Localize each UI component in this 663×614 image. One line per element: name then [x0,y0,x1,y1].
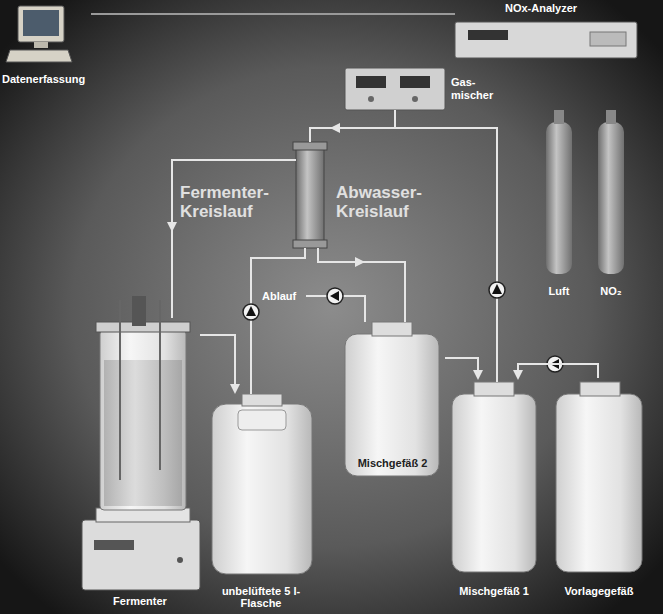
vessel-label: Vorlagegefäß [550,585,648,598]
flask-vessel: unbelüftete 5 l-Flasche [208,392,314,612]
mixing-vessel: Mischgefäß 1 [448,378,540,606]
vessel-label: NO₂ [592,285,630,298]
vessel-label: NOx-Analyzer [505,2,625,15]
analyzer-device: NOx-Analyzer [455,0,641,60]
computer-station: Datenerfassung [2,2,91,86]
mixing-vessel: Mischgefäß 2 [340,318,445,482]
fermenter-vessel: Fermenter [80,310,200,612]
vessel-label: Luft [540,285,578,298]
tube-connector [445,358,478,378]
tube-connector [91,13,455,15]
gas-cylinder: NO₂ [592,108,630,298]
vessel-label: Mischgefäß 2 [340,457,445,470]
vessel-label: Datenerfassung [2,73,89,86]
vessel-label: unbelüftete 5 l-Flasche [208,585,314,610]
gas-mixer: Gas- mischer [345,66,505,112]
tube-connector [518,364,598,378]
gas-cylinder: Luft [540,108,578,298]
outlet-label: Ablauf [262,290,304,302]
vessel-label: Fermenter [80,595,200,608]
circuit-label: Fermenter- Kreislauf [180,184,290,221]
tube-connector [200,335,235,392]
storage-vessel: Vorlagegefäß [550,378,648,606]
vessel-label: Gas- mischer [451,76,499,101]
vessel-label: Mischgefäß 1 [448,585,540,598]
circuit-label: Abwasser- Kreislauf [336,184,451,221]
